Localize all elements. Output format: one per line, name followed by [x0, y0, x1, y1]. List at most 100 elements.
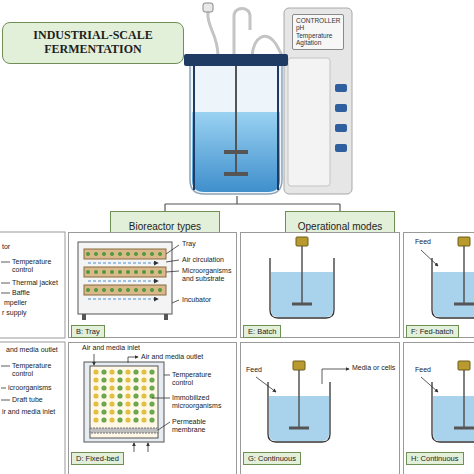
immobilized-bead: [93, 369, 98, 374]
part-label: Temperature control: [12, 258, 62, 274]
immobilized-bead: [141, 377, 146, 382]
panel-frame: [0, 232, 65, 338]
immobilized-bead: [93, 377, 98, 382]
category-tab: Operational modes: [285, 211, 395, 233]
microorganism-dot: [142, 252, 146, 256]
immobilized-bead: [101, 385, 106, 390]
impeller-shaft: [235, 66, 237, 176]
immobilized-bead: [101, 377, 106, 382]
leader-line: [166, 260, 179, 262]
immobilized-bead: [109, 393, 114, 398]
microorganism-dot: [110, 270, 114, 274]
fixed-bed-column: [84, 362, 164, 442]
controller-knob: [335, 84, 347, 92]
title-box: INDUSTRIAL-SCALE FERMENTATION: [2, 22, 184, 64]
tube-filter: [203, 3, 213, 12]
microorganism-dot: [126, 252, 130, 256]
immobilized-bead: [141, 401, 146, 406]
immobilized-bead: [117, 409, 122, 414]
part-label: Feed: [415, 366, 465, 374]
leader-line: [1, 262, 10, 263]
immobilized-bead: [93, 409, 98, 414]
membrane: [90, 428, 158, 433]
microorganism-dot: [134, 252, 138, 256]
reactor-panel: B: Tray: [68, 232, 237, 338]
immobilized-bead: [125, 401, 130, 406]
controller-screen: CONTROLLER pH Temperature Agitation: [292, 14, 344, 50]
motor: [458, 361, 470, 370]
immobilized-bead: [149, 385, 154, 390]
microorganism-dot: [94, 288, 98, 292]
microorganism-dot: [118, 288, 122, 292]
controller-knob: [335, 144, 347, 152]
vessel-rod: [193, 64, 195, 190]
immobilized-bead: [149, 409, 154, 414]
microorganism-dot: [142, 270, 146, 274]
tank-wall: [432, 382, 474, 442]
panel-frame: [0, 342, 65, 474]
impeller: [454, 427, 474, 430]
immobilized-bead: [101, 369, 106, 374]
microorganism-dot: [94, 252, 98, 256]
leader-line: [166, 245, 179, 254]
motor: [458, 237, 470, 246]
incubator-body: [78, 242, 172, 314]
part-label: Temperature control: [12, 362, 62, 378]
part-label: r supply: [2, 309, 57, 317]
node-text: CONTROLLER pH Temperature Agitation: [296, 17, 340, 47]
microorganism-dot: [118, 252, 122, 256]
immobilized-bead: [117, 393, 122, 398]
leader-line: [1, 400, 10, 401]
tank-wall: [432, 258, 474, 318]
immobilized-bead: [141, 369, 146, 374]
immobilized-bead: [125, 393, 130, 398]
leader-line: [1, 283, 10, 284]
controller-knob: [335, 124, 347, 132]
controller-knob: [335, 104, 347, 112]
leader-line: [166, 271, 179, 272]
immobilized-bead: [133, 401, 138, 406]
tray-bioreactor: [78, 242, 172, 320]
tank-liquid: [433, 396, 474, 441]
tree-line: [339, 204, 340, 211]
immobilized-bead: [149, 417, 154, 422]
immobilized-bead: [101, 417, 106, 422]
immobilized-bead: [93, 385, 98, 390]
node-text: G: Continuous: [243, 452, 301, 465]
vessel-glass: [190, 64, 282, 194]
impeller: [454, 303, 474, 306]
node-text: H: Continuous: [406, 452, 464, 465]
microorganism-dot: [158, 252, 162, 256]
immobilized-bead: [93, 393, 98, 398]
node-text: Operational modes: [298, 221, 383, 233]
immobilized-bead: [141, 385, 146, 390]
impeller-blade: [224, 172, 248, 176]
leader-line: [421, 250, 438, 266]
stirred-tank: [432, 361, 474, 442]
part-label: Baffle: [12, 289, 62, 297]
microorganism-dot: [150, 270, 154, 274]
leader-line: [152, 398, 170, 399]
leader-line: [1, 388, 6, 389]
motor: [293, 361, 305, 370]
immobilized-bead: [101, 409, 106, 414]
tray: [84, 249, 166, 259]
immobilized-bead: [149, 377, 154, 382]
immobilized-bead: [109, 401, 114, 406]
part-label: Air and media inlet: [82, 344, 162, 352]
part-label: tor: [2, 243, 42, 251]
part-label: Tray: [182, 240, 236, 248]
tank-liquid: [433, 272, 474, 317]
tree-line: [164, 204, 165, 211]
microorganism-dot: [158, 288, 162, 292]
immobilized-bead: [141, 417, 146, 422]
part-label: icroorganisms: [8, 384, 63, 392]
category-tab: Bioreactor types: [110, 211, 220, 233]
microorganism-dot: [126, 270, 130, 274]
leader-line: [421, 377, 438, 392]
controller-body: [284, 8, 352, 194]
microorganism-dot: [94, 270, 98, 274]
part-label: Air and media outlet: [141, 353, 211, 361]
part-label: Media or cells: [352, 364, 398, 372]
